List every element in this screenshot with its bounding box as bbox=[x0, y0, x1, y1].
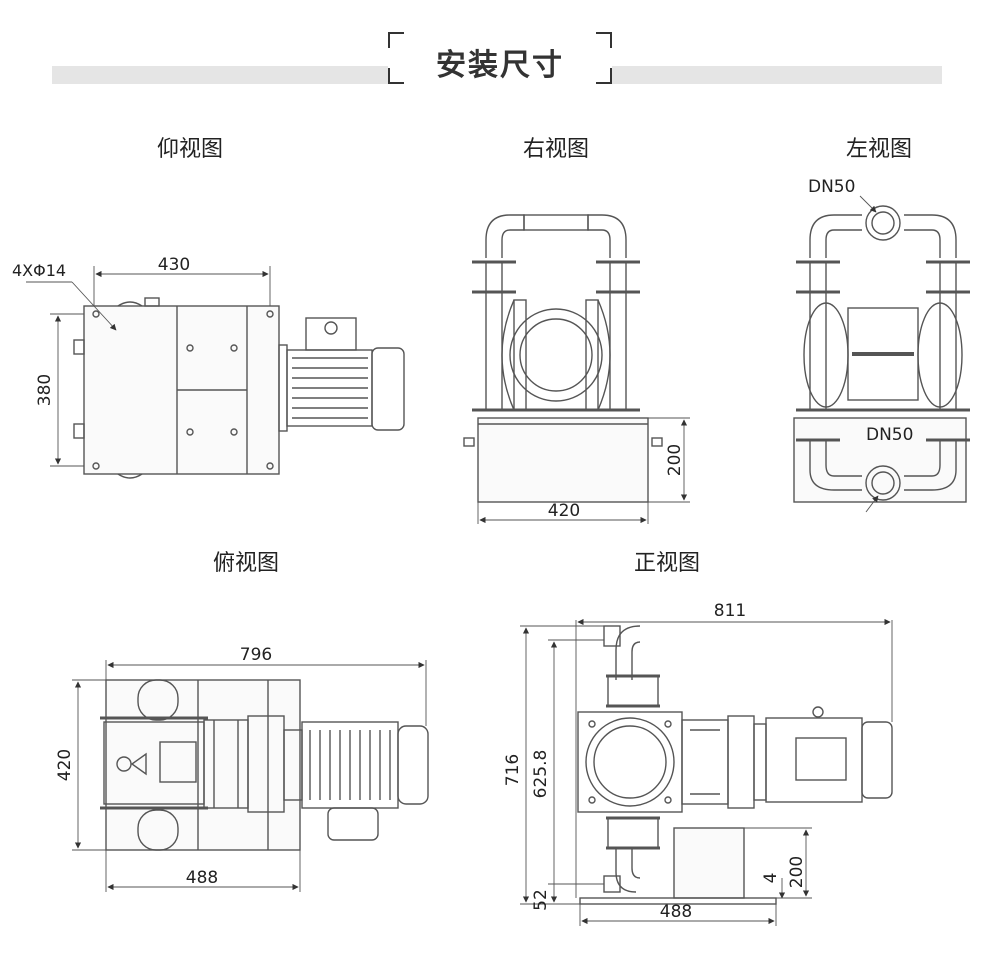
bracket-top-right bbox=[596, 32, 612, 48]
top-view: 俯视图 796 488 420 bbox=[55, 551, 429, 892]
left-port-top-label: DN50 bbox=[808, 177, 855, 197]
front-base-height-dim: 200 bbox=[787, 856, 807, 888]
right-view: 右视图 420 200 bbox=[463, 137, 690, 524]
bottom-view: 仰视图 430 380 4XΦ14 bbox=[12, 137, 405, 479]
bottom-width-dim: 430 bbox=[158, 255, 190, 275]
title-box: 安装尺寸 bbox=[388, 32, 612, 84]
bracket-top-left bbox=[388, 32, 404, 48]
front-overall-width-dim: 811 bbox=[714, 601, 746, 621]
front-foot-thickness-dim: 4 bbox=[761, 873, 781, 884]
right-view-label: 右视图 bbox=[523, 137, 589, 162]
bottom-view-label: 仰视图 bbox=[157, 137, 223, 162]
top-overall-width-dim: 796 bbox=[240, 645, 272, 665]
front-inlet-height-dim: 625.8 bbox=[531, 750, 551, 799]
left-view-label: 左视图 bbox=[846, 137, 912, 162]
top-base-width-dim: 488 bbox=[186, 868, 218, 888]
left-port-bottom-label: DN50 bbox=[866, 425, 913, 445]
front-base-width-dim: 488 bbox=[660, 902, 692, 922]
bottom-height-dim: 380 bbox=[35, 374, 55, 406]
bracket-bottom-right bbox=[596, 68, 612, 84]
bracket-bottom-left bbox=[388, 68, 404, 84]
top-depth-dim: 420 bbox=[55, 749, 75, 781]
right-base-width-dim: 420 bbox=[548, 501, 580, 521]
front-view: 正视图 811 716 bbox=[503, 551, 893, 926]
page-title: 安装尺寸 bbox=[436, 48, 564, 83]
left-view: 左视图 DN50 DN50 bbox=[793, 137, 970, 513]
top-view-label: 俯视图 bbox=[213, 551, 279, 576]
front-overall-height-dim: 716 bbox=[503, 754, 523, 786]
front-view-label: 正视图 bbox=[634, 551, 700, 576]
front-outlet-height-dim: 52 bbox=[531, 889, 551, 911]
right-base-height-dim: 200 bbox=[665, 444, 685, 476]
hole-spec-label: 4XΦ14 bbox=[12, 261, 66, 280]
